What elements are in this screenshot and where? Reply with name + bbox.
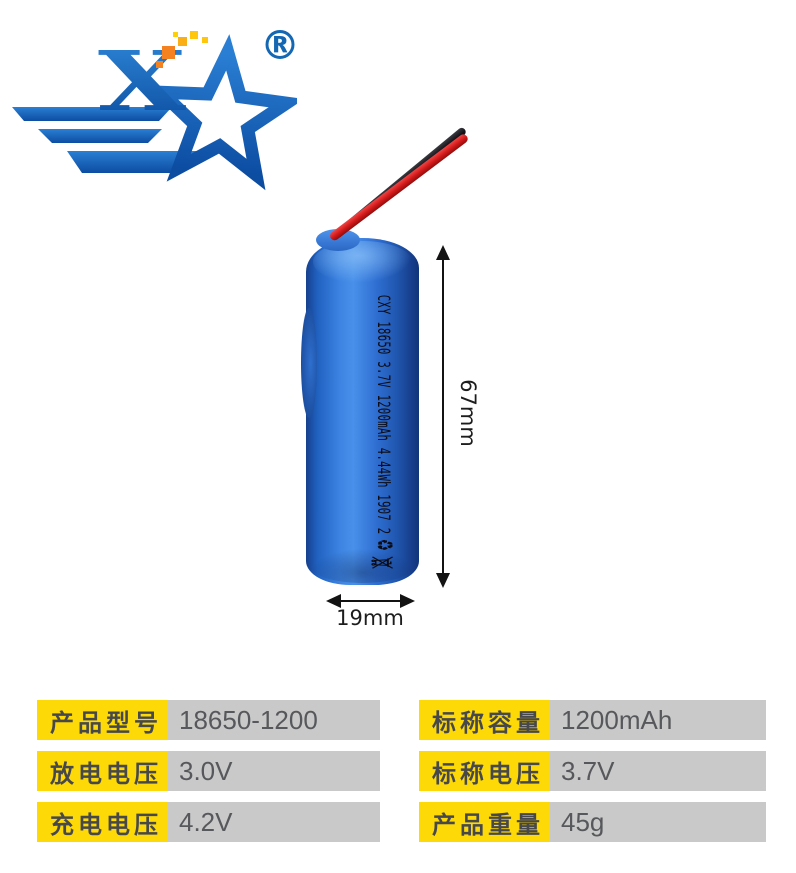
height-dimension-line [442, 252, 444, 578]
pixel-squares-shape [156, 31, 208, 68]
spec-label: 充电电压 [37, 802, 168, 842]
spec-label: 产品重量 [419, 802, 550, 842]
battery-wrap-wrinkle [301, 308, 317, 418]
spec-value: 45g [550, 802, 766, 842]
spec-row-capacity: 标称容量 1200mAh [419, 700, 766, 740]
brand-logo: X [12, 31, 297, 191]
spec-row-discharge-voltage: 放电电压 3.0V [37, 751, 380, 791]
battery-print-label: CXY 18650 3.7V 1200mAh 4.44Wh 1907 2 [373, 294, 393, 535]
spec-value: 1200mAh [550, 700, 766, 740]
spec-value: 3.0V [168, 751, 380, 791]
spec-table: 产品型号 18650-1200 标称容量 1200mAh 放电电压 3.0V 标… [37, 700, 766, 842]
arrow-up-icon [436, 245, 450, 260]
spec-row-weight: 产品重量 45g [419, 802, 766, 842]
spec-value: 4.2V [168, 802, 380, 842]
registered-trademark: ® [260, 23, 300, 69]
arrow-left-icon [326, 594, 341, 608]
diameter-dimension-label: 19mm [336, 606, 404, 630]
recycle-icon: ♻ [371, 538, 396, 552]
spec-row-charge-voltage: 充电电压 4.2V [37, 802, 380, 842]
arrow-down-icon [436, 573, 450, 588]
battery-print-text: CXY 18650 3.7V 1200mAh 4.44Wh 1907 2 ♻ [370, 295, 396, 569]
wing-stripes-shape [12, 107, 198, 173]
star-shape [144, 34, 297, 191]
spec-value: 18650-1200 [168, 700, 380, 740]
spec-value: 3.7V [550, 751, 766, 791]
spec-label: 标称容量 [419, 700, 550, 740]
spec-row-nominal-voltage: 标称电压 3.7V [419, 751, 766, 791]
diameter-dimension-line [336, 600, 406, 602]
battery-body [301, 238, 419, 585]
spec-row-model: 产品型号 18650-1200 [37, 700, 380, 740]
spec-label: 产品型号 [37, 700, 168, 740]
spec-label: 标称电压 [419, 751, 550, 791]
arrow-right-icon [400, 594, 415, 608]
battery-top-cap [316, 229, 360, 251]
spec-label: 放电电压 [37, 751, 168, 791]
wire-red [328, 132, 470, 243]
height-dimension-label: 67mm [456, 379, 480, 447]
crossed-bin-icon [371, 556, 394, 569]
